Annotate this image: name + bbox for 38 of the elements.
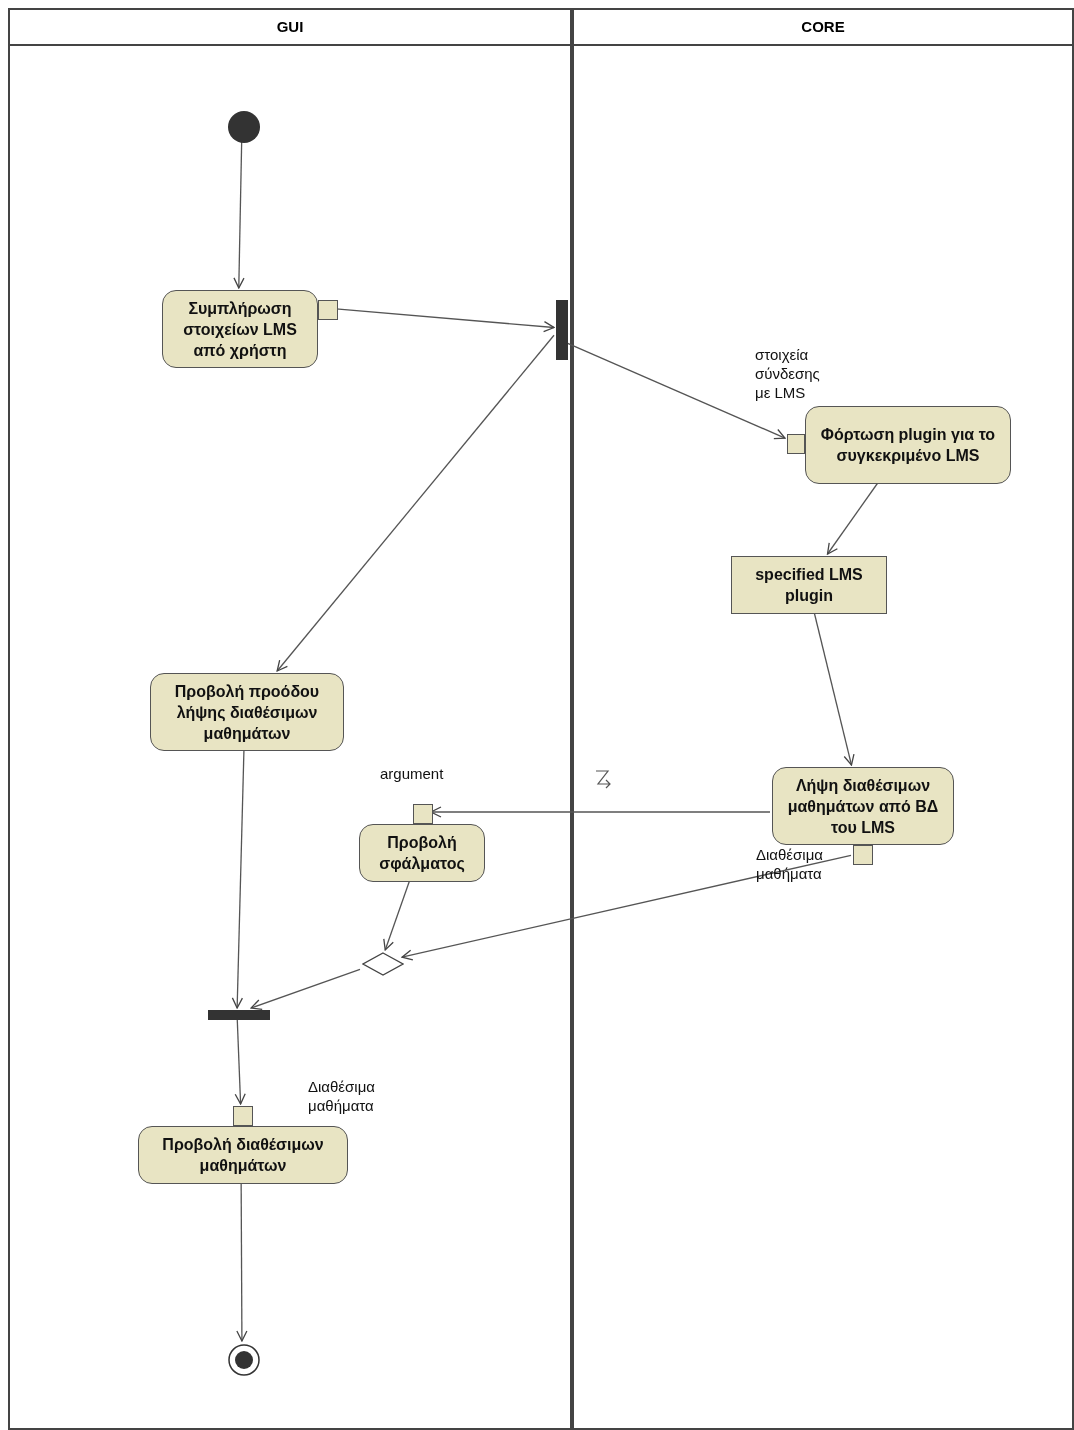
pin-box [787, 434, 805, 454]
action-node: Λήψη διαθέσιμων μαθημάτων από ΒΔ του LMS [772, 767, 954, 845]
initial-node [228, 111, 260, 143]
object-node: specified LMS plugin [731, 556, 887, 614]
swimlane [572, 8, 1074, 1430]
final-node [228, 1344, 260, 1376]
arrow [234, 1017, 246, 1105]
action-node: Προβολή σφάλματος [359, 824, 485, 882]
arrow [430, 806, 771, 818]
fork-bar [556, 300, 568, 360]
pin-box [233, 1106, 253, 1126]
arrow [813, 611, 855, 766]
arrow [236, 1181, 248, 1342]
action-node: Προβολή προόδου λήψης διαθέσιμων μαθημάτων [150, 673, 344, 751]
arrow [233, 141, 245, 289]
arrow [565, 341, 786, 440]
arrow [231, 748, 245, 1009]
decision-diamond [362, 952, 404, 976]
action-node: Συμπλήρωση στοιχείων LMS από χρήστη [162, 290, 318, 368]
pin-label: Διαθέσιμα μαθήματα [308, 1077, 376, 1115]
lane-header: CORE [574, 10, 1072, 46]
pin-box [853, 845, 873, 865]
pin-label: Διαθέσιμα μαθήματα [756, 845, 824, 883]
arrow [335, 308, 555, 333]
arrow [383, 879, 411, 951]
pin-label: στοιχεία σύνδεσης με LMS [755, 345, 821, 402]
pin-label: argument [380, 764, 445, 783]
arrow [826, 481, 880, 555]
lane-header: GUI [10, 10, 570, 46]
arrow [401, 854, 852, 961]
pin-box [413, 804, 433, 824]
pin-box [318, 300, 338, 320]
arrow [250, 968, 361, 1010]
arrow [276, 334, 555, 672]
swimlane [8, 8, 572, 1430]
action-node: Φόρτωση plugin για το συγκεκριμένο LMS [805, 406, 1011, 484]
action-node: Προβολή διαθέσιμων μαθημάτων [138, 1126, 348, 1184]
join-bar [208, 1010, 270, 1020]
